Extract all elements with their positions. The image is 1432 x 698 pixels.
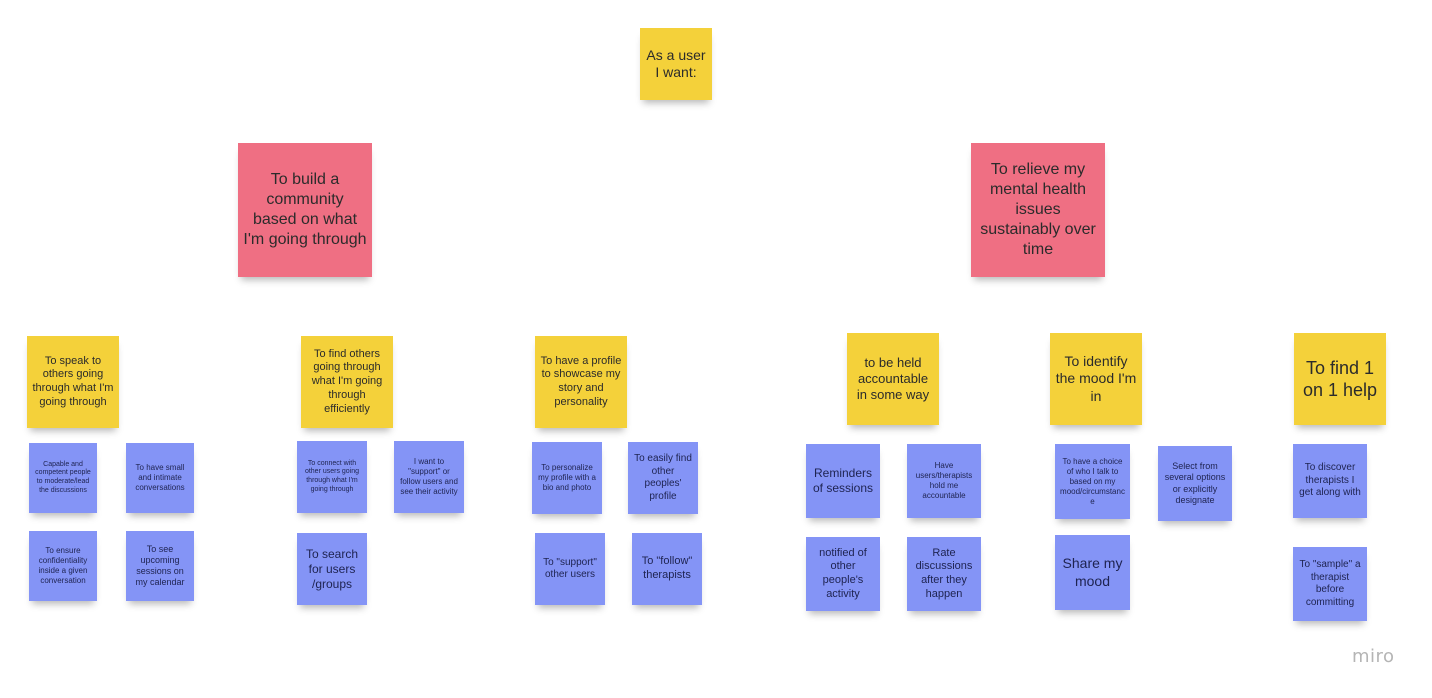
detail-text: To have small and intimate conversations bbox=[135, 463, 185, 492]
detail-sticky-note[interactable]: To discover therapists I get along with bbox=[1293, 444, 1367, 518]
detail-sticky-note[interactable]: To have a choice of who I talk to based … bbox=[1055, 444, 1130, 519]
detail-sticky-note[interactable]: To see upcoming sessions on my calendar bbox=[126, 531, 194, 601]
detail-sticky-note[interactable]: To connect with other users going throug… bbox=[297, 441, 367, 513]
detail-text: Reminders of sessions bbox=[812, 466, 874, 495]
detail-text: notified of other people's activity bbox=[819, 546, 867, 600]
detail-text: To "support" other users bbox=[543, 556, 597, 581]
detail-text: Share my mood bbox=[1062, 555, 1123, 589]
detail-text: Rate discussions after they happen bbox=[915, 546, 973, 600]
goal-text: To relieve my mental health issues susta… bbox=[980, 161, 1096, 258]
subgoal-sticky-note[interactable]: to be held accountable in some way bbox=[847, 333, 939, 425]
root-sticky-note[interactable]: As a user I want: bbox=[640, 28, 712, 100]
subgoal-text: To have a profile to showcase my story a… bbox=[540, 354, 622, 408]
detail-text: Capable and competent people to moderate… bbox=[35, 460, 91, 494]
detail-text: To discover therapists I get along with bbox=[1299, 462, 1361, 499]
detail-sticky-note[interactable]: Share my mood bbox=[1055, 535, 1130, 610]
detail-text: To easily find other peoples' profile bbox=[634, 453, 692, 502]
subgoal-sticky-note[interactable]: To identify the mood I'm in bbox=[1050, 333, 1142, 425]
detail-text: To ensure confidentiality inside a given… bbox=[38, 546, 88, 585]
detail-sticky-note[interactable]: Have users/therapists hold me accountabl… bbox=[907, 444, 981, 518]
subgoal-text: To find 1 on 1 help bbox=[1302, 357, 1378, 401]
detail-sticky-note[interactable]: Rate discussions after they happen bbox=[907, 537, 981, 611]
subgoal-sticky-note[interactable]: To find others going through what I'm go… bbox=[301, 336, 393, 428]
subgoal-text: To find others going through what I'm go… bbox=[311, 347, 383, 415]
detail-text: Have users/therapists hold me accountabl… bbox=[915, 461, 973, 500]
root-note-text: As a user I want: bbox=[646, 46, 706, 81]
detail-sticky-note[interactable]: notified of other people's activity bbox=[806, 537, 880, 611]
detail-sticky-note[interactable]: To "support" other users bbox=[535, 533, 605, 605]
subgoal-text: To speak to others going through what I'… bbox=[32, 354, 114, 408]
detail-sticky-note[interactable]: To personalize my profile with a bio and… bbox=[532, 442, 602, 514]
subgoal-sticky-note[interactable]: To speak to others going through what I'… bbox=[27, 336, 119, 428]
detail-sticky-note[interactable]: Select from several options or explicitl… bbox=[1158, 446, 1232, 521]
detail-text: To "sample" a therapist before committin… bbox=[1299, 559, 1361, 608]
detail-sticky-note[interactable]: To have small and intimate conversations bbox=[126, 443, 194, 513]
detail-text: To see upcoming sessions on my calendar bbox=[135, 543, 185, 588]
detail-text: To search for users /groups bbox=[305, 546, 359, 591]
subgoal-text: To identify the mood I'm in bbox=[1055, 352, 1137, 404]
goal-mental-health-sticky-note[interactable]: To relieve my mental health issues susta… bbox=[971, 143, 1105, 277]
detail-sticky-note[interactable]: To easily find other peoples' profile bbox=[628, 442, 698, 514]
detail-sticky-note[interactable]: I want to "support" or follow users and … bbox=[394, 441, 464, 513]
miro-watermark-logo: miro bbox=[1352, 646, 1395, 667]
detail-text: To "follow" therapists bbox=[641, 555, 693, 581]
detail-text: Select from several options or explicitl… bbox=[1164, 461, 1226, 505]
goal-community-sticky-note[interactable]: To build a community based on what I'm g… bbox=[238, 143, 372, 277]
detail-sticky-note[interactable]: To "follow" therapists bbox=[632, 533, 702, 605]
detail-sticky-note[interactable]: Reminders of sessions bbox=[806, 444, 880, 518]
subgoal-sticky-note[interactable]: To have a profile to showcase my story a… bbox=[535, 336, 627, 428]
detail-sticky-note[interactable]: Capable and competent people to moderate… bbox=[29, 443, 97, 513]
detail-sticky-note[interactable]: To search for users /groups bbox=[297, 533, 367, 605]
detail-text: I want to "support" or follow users and … bbox=[400, 457, 458, 496]
detail-sticky-note[interactable]: To ensure confidentiality inside a given… bbox=[29, 531, 97, 601]
detail-sticky-note[interactable]: To "sample" a therapist before committin… bbox=[1293, 547, 1367, 621]
goal-text: To build a community based on what I'm g… bbox=[243, 171, 367, 248]
subgoal-sticky-note[interactable]: To find 1 on 1 help bbox=[1294, 333, 1386, 425]
detail-text: To personalize my profile with a bio and… bbox=[538, 463, 596, 492]
detail-text: To connect with other users going throug… bbox=[304, 459, 360, 493]
detail-text: To have a choice of who I talk to based … bbox=[1060, 456, 1125, 506]
subgoal-text: to be held accountable in some way bbox=[856, 354, 930, 403]
